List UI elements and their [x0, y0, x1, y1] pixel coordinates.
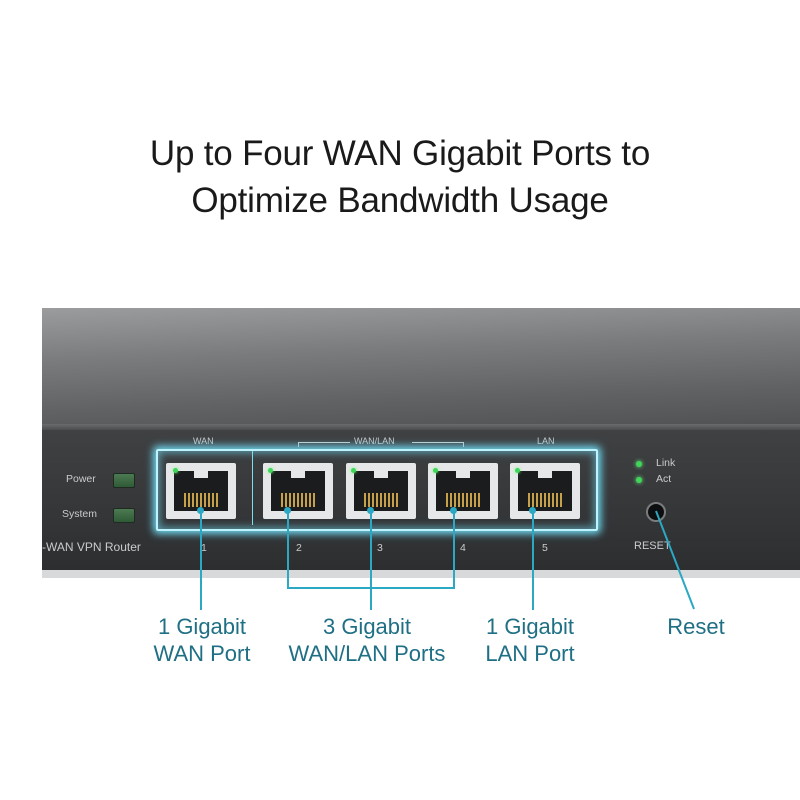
- system-label: System: [62, 508, 98, 520]
- port-5-led: [515, 468, 520, 473]
- lan-callout-line: [532, 510, 534, 610]
- reset-caption: Reset: [636, 613, 756, 640]
- power-led: [113, 473, 135, 488]
- port-highlight-divider: [252, 451, 253, 525]
- ethernet-socket-icon: [436, 471, 490, 511]
- act-label: Act: [656, 473, 672, 485]
- port-1-led: [173, 468, 178, 473]
- port-4-led: [433, 468, 438, 473]
- act-led: [636, 477, 642, 483]
- wan-callout-line: [200, 510, 202, 610]
- lan-caption: 1 Gigabit LAN Port: [450, 613, 610, 667]
- wan-group-label: WAN: [193, 436, 214, 446]
- wanlan-callout-line-3: [370, 510, 372, 610]
- router-top-panel: [42, 308, 800, 430]
- ethernet-socket-icon: [354, 471, 408, 511]
- port-number-4: 4: [460, 542, 466, 554]
- port-highlight-box: [156, 449, 598, 531]
- ethernet-socket-icon: [271, 471, 325, 511]
- wanlan-caption: 3 Gigabit WAN/LAN Ports: [262, 613, 472, 667]
- wanlan-bracket-right: [412, 442, 464, 443]
- port-number-2: 2: [296, 542, 302, 554]
- wanlan-bracket-right-tick: [463, 442, 464, 447]
- ethernet-port-1[interactable]: [166, 463, 236, 519]
- headline-line-2: Optimize Bandwidth Usage: [191, 181, 609, 220]
- system-led: [113, 508, 135, 523]
- ethernet-port-4[interactable]: [428, 463, 498, 519]
- link-label: Link: [656, 457, 676, 469]
- wanlan-group-label: WAN/LAN: [354, 436, 395, 446]
- port-2-led: [268, 468, 273, 473]
- wanlan-caption-line-1: 3 Gigabit: [322, 614, 412, 639]
- reset-caption-line-1: Reset: [667, 614, 725, 639]
- link-led: [636, 461, 642, 467]
- reset-callout-line: [655, 510, 695, 610]
- ethernet-port-3[interactable]: [346, 463, 416, 519]
- port-number-3: 3: [377, 542, 383, 554]
- port-3-led: [351, 468, 356, 473]
- router-base: [42, 570, 800, 578]
- ethernet-socket-icon: [518, 471, 572, 511]
- model-label: -WAN VPN Router: [42, 540, 141, 554]
- wan-caption-line-1: 1 Gigabit: [157, 614, 247, 639]
- ethernet-port-5[interactable]: [510, 463, 580, 519]
- lan-group-label: LAN: [537, 436, 555, 446]
- wanlan-bracket-left-tick: [298, 442, 299, 447]
- port-number-1: 1: [201, 542, 207, 554]
- lan-caption-line-1: 1 Gigabit: [485, 614, 575, 639]
- ethernet-socket-icon: [174, 471, 228, 511]
- headline: Up to Four WAN Gigabit Ports to Optimize…: [0, 130, 800, 224]
- wan-caption-line-2: WAN Port: [153, 641, 251, 666]
- wanlan-bracket-left: [298, 442, 350, 443]
- power-label: Power: [66, 473, 96, 485]
- ethernet-port-2[interactable]: [263, 463, 333, 519]
- wanlan-callout-line-2: [287, 510, 289, 588]
- lan-caption-line-2: LAN Port: [485, 641, 575, 666]
- reset-label: RESET: [634, 540, 671, 552]
- wanlan-callout-line-4: [453, 510, 455, 588]
- wanlan-caption-line-2: WAN/LAN Ports: [288, 641, 446, 666]
- port-number-5: 5: [542, 542, 548, 554]
- wanlan-callout-bar: [287, 587, 455, 589]
- wan-caption: 1 Gigabit WAN Port: [112, 613, 292, 667]
- headline-line-1: Up to Four WAN Gigabit Ports to: [149, 134, 651, 173]
